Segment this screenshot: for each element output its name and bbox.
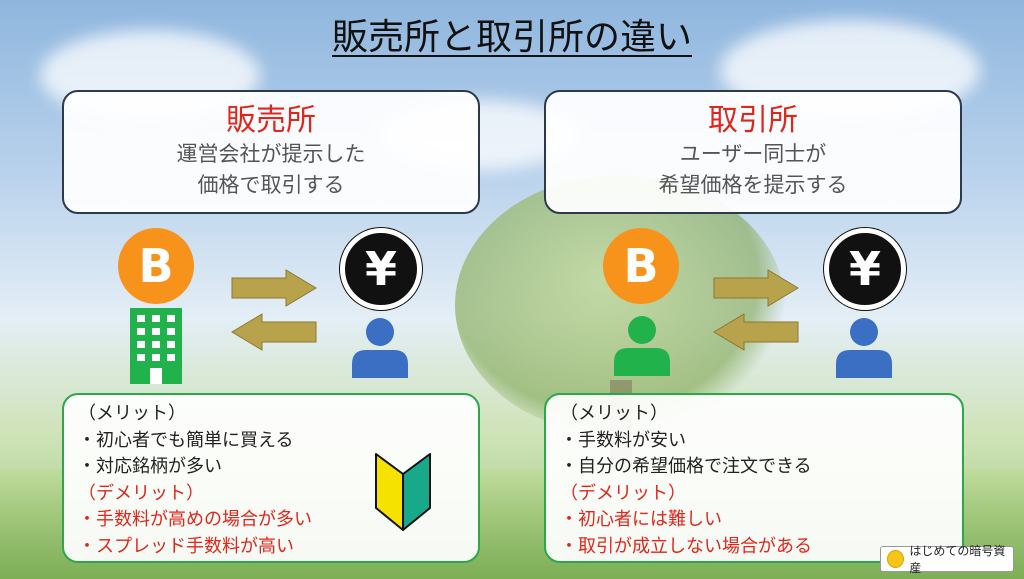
arrow-left-icon bbox=[231, 313, 317, 351]
merit-item: ・手数料が安い bbox=[560, 429, 686, 451]
exchange-definition-box: 取引所 ユーザー同士が 希望価格を提示する bbox=[544, 90, 962, 214]
arrow-left-icon bbox=[713, 313, 799, 351]
company-building-icon bbox=[130, 308, 182, 384]
exchange-office-desc-line2: 価格で取引する bbox=[197, 173, 345, 197]
merit-item: ・初心者でも簡単に買える bbox=[78, 429, 294, 451]
seller-user-icon bbox=[614, 316, 670, 376]
user-icon bbox=[352, 318, 408, 378]
exchange-office-definition-box: 販売所 運営会社が提示した 価格で取引する bbox=[62, 90, 480, 214]
merit-title: （メリット） bbox=[78, 403, 186, 424]
yen-icon: ¥ bbox=[340, 228, 422, 310]
merit-item: ・自分の希望価格で注文できる bbox=[560, 456, 812, 477]
arrow-right-icon bbox=[713, 269, 799, 307]
coin-icon bbox=[887, 550, 905, 568]
demerit-item: ・初心者には難しい bbox=[560, 509, 722, 530]
demerit-title: （デメリット） bbox=[78, 482, 204, 504]
arrow-right-icon bbox=[231, 269, 317, 307]
exchange-pros-cons-box: （メリット） ・手数料が安い ・自分の希望価格で注文できる （デメリット） ・初… bbox=[544, 393, 964, 563]
site-badge: はじめての暗号資産 bbox=[880, 544, 1014, 575]
exchange-desc-line2: 希望価格を提示する bbox=[658, 173, 848, 197]
bitcoin-icon: B bbox=[603, 228, 679, 304]
exchange-heading: 取引所 bbox=[708, 103, 798, 138]
demerit-item: ・手数料が高めの場合が多い bbox=[78, 509, 312, 530]
beginner-mark-icon bbox=[375, 453, 431, 531]
exchange-desc-line1: ユーザー同士が bbox=[679, 142, 827, 166]
buyer-user-icon bbox=[836, 318, 892, 378]
merit-title: （メリット） bbox=[560, 403, 668, 424]
demerit-title: （デメリット） bbox=[560, 482, 686, 504]
bitcoin-icon: B bbox=[118, 228, 194, 304]
merit-item: ・対応銘柄が多い bbox=[78, 456, 222, 477]
exchange-office-desc-line1: 運営会社が提示した bbox=[176, 142, 366, 166]
exchange-office-heading: 販売所 bbox=[226, 103, 316, 138]
yen-icon: ¥ bbox=[824, 228, 906, 310]
site-badge-label: はじめての暗号資産 bbox=[909, 544, 1006, 575]
demerit-item: ・取引が成立しない場合がある bbox=[560, 535, 812, 557]
page-title: 販売所と取引所の違い bbox=[331, 17, 692, 58]
demerit-item: ・スプレッド手数料が高い bbox=[78, 535, 294, 557]
